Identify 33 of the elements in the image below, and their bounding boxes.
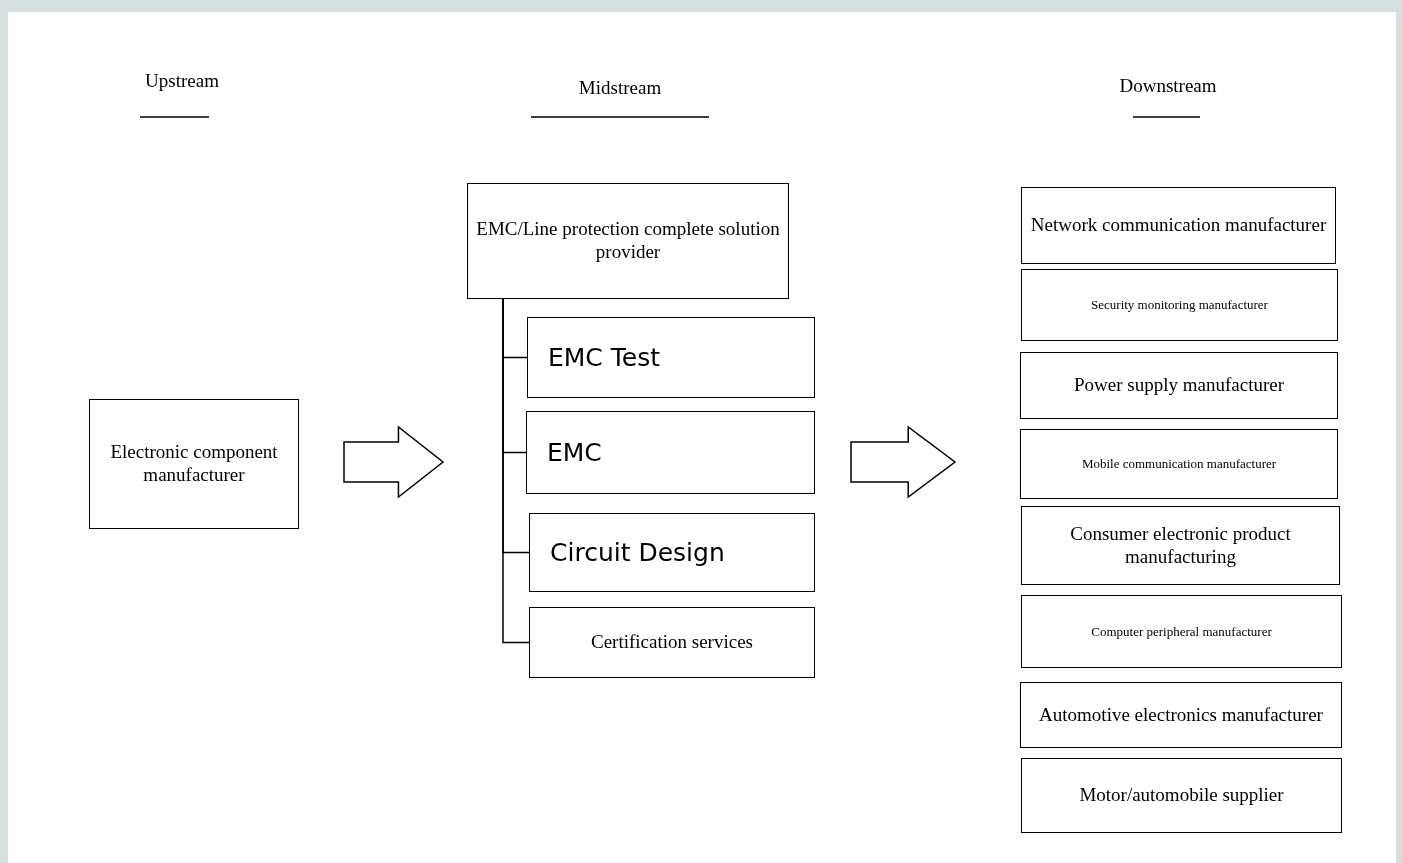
process-box — [1021, 506, 1340, 585]
process-box — [527, 317, 815, 398]
box-label: Electronic component manufacturer — [109, 441, 279, 487]
column-heading: Downstream — [1119, 75, 1217, 97]
process-box — [529, 513, 815, 592]
box-label: Circuit Design — [550, 537, 725, 568]
column-heading: Upstream — [145, 70, 219, 92]
process-box — [529, 607, 815, 678]
box-label: EMC/Line protection complete solution provider — [476, 218, 780, 264]
process-box — [1020, 429, 1338, 499]
box-label: Automotive electronics manufacturer — [1039, 703, 1323, 727]
process-box — [1021, 758, 1342, 833]
process-box — [1021, 269, 1338, 341]
box-label: EMC Test — [548, 342, 660, 373]
block-arrow — [343, 425, 445, 499]
box-label: Power supply manufacturer — [1074, 374, 1284, 397]
box-label: Security monitoring manufacturer — [1091, 297, 1268, 313]
block-arrow — [850, 425, 957, 499]
box-label: Mobile communication manufacturer — [1081, 456, 1277, 472]
column-heading: Midstream — [578, 77, 662, 99]
box-label: Motor/automobile supplier — [1079, 784, 1284, 807]
process-box — [467, 183, 789, 299]
process-box — [1020, 352, 1338, 419]
process-box — [1020, 682, 1342, 748]
box-label: Consumer electronic product manufacturing — [1069, 522, 1292, 569]
process-box — [89, 399, 299, 529]
process-box — [526, 411, 815, 494]
box-label: Network communication manufacturer — [1030, 214, 1327, 237]
process-box — [1021, 595, 1342, 668]
box-label: Computer peripheral manufacturer — [1091, 623, 1272, 640]
box-label: Certification services — [591, 631, 753, 654]
process-box — [1021, 187, 1336, 264]
box-label: EMC — [547, 437, 602, 468]
